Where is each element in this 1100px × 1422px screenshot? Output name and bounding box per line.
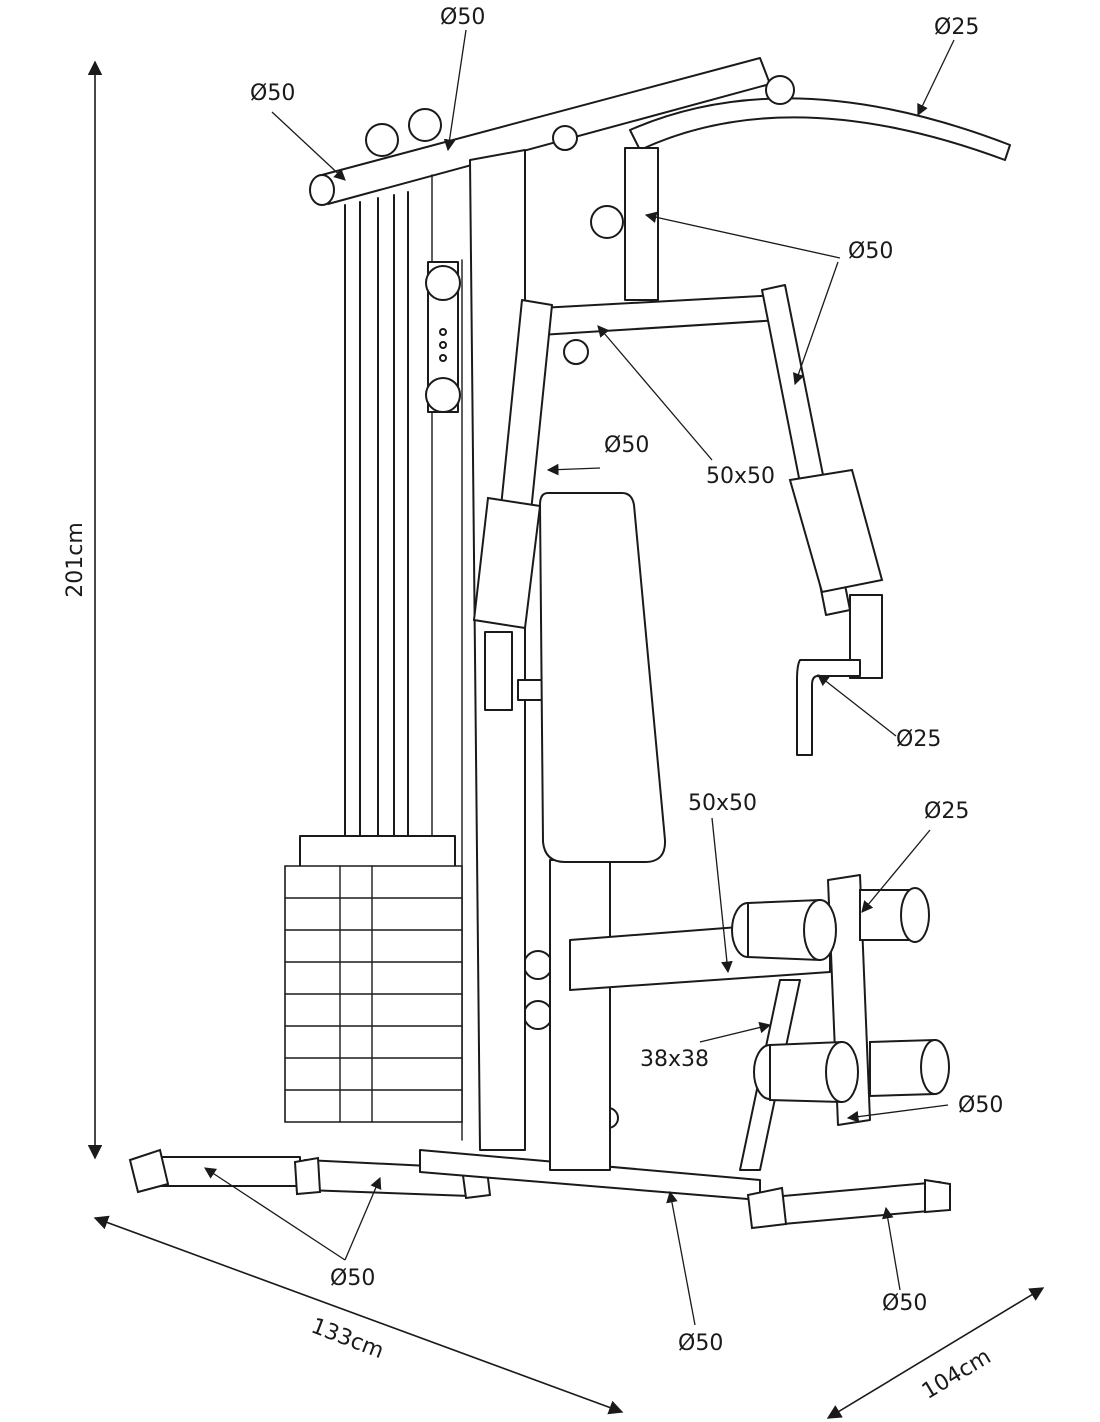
top-frame [309, 57, 1011, 239]
base-frame [128, 1148, 951, 1230]
depth-dimension: 104cm [826, 1287, 1045, 1419]
callout-front-upright: Ø50 [848, 239, 893, 264]
callout-lat-bar: Ø25 [934, 15, 979, 40]
callout-leg-roller: Ø25 [924, 799, 969, 824]
callout-labels: Ø50 Ø50 Ø25 Ø50 Ø50 50x50 Ø25 50x50 Ø25 … [250, 5, 1003, 1356]
callout-leg-upright: Ø50 [958, 1093, 1003, 1118]
callout-top-bar-mid: Ø50 [440, 5, 485, 30]
callout-leaders [204, 29, 955, 1326]
height-dimension-label: 201cm [63, 522, 88, 598]
callout-top-bar-left: Ø50 [250, 81, 295, 106]
press-arms [472, 284, 884, 776]
callout-press-crossbar: 50x50 [706, 464, 775, 489]
callout-leg-support: 38x38 [640, 1047, 709, 1072]
depth-dimension-label: 104cm [918, 1344, 996, 1404]
weight-stack [284, 835, 463, 1123]
height-dimension: 201cm [63, 60, 103, 1160]
callout-base-right: Ø50 [882, 1291, 927, 1316]
callout-base-center: Ø50 [678, 1331, 723, 1356]
callout-base-left: Ø50 [330, 1266, 375, 1291]
pulley-carriage [425, 261, 619, 1143]
callout-press-handle: Ø25 [896, 727, 941, 752]
leg-extension [569, 874, 950, 1171]
back-pad [538, 492, 667, 863]
width-dimension: 133cm [93, 1215, 624, 1415]
callout-seat-beam: 50x50 [688, 791, 757, 816]
callout-press-arm: Ø50 [604, 433, 649, 458]
